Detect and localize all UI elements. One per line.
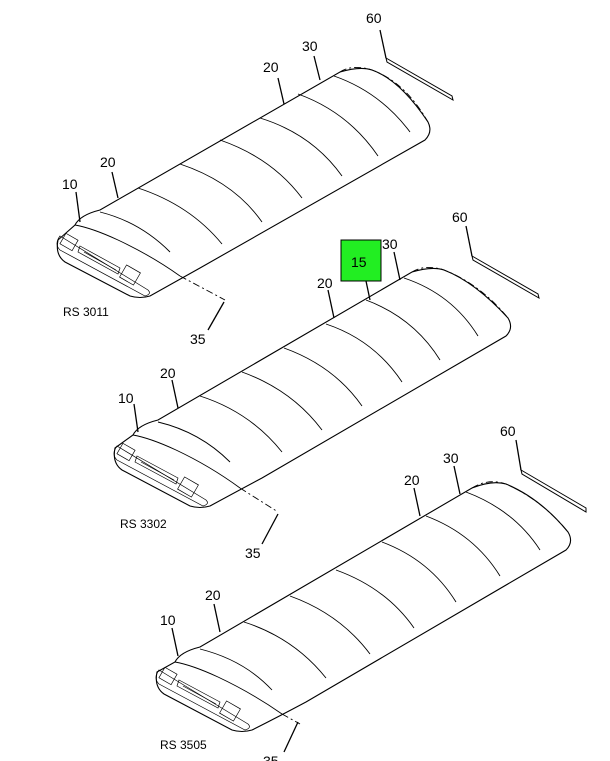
assembly-label: RS 3302 xyxy=(120,517,167,531)
end-cap xyxy=(155,666,250,731)
roll-shade-body xyxy=(113,267,512,513)
callout-20: 20 xyxy=(317,275,333,291)
roll-shade-body xyxy=(155,481,572,733)
assembly-label: RS 3011 xyxy=(63,305,109,319)
callout-60: 60 xyxy=(452,209,468,225)
callout-20: 20 xyxy=(404,472,420,488)
assembly-rs-3505: 10 20 20 30 60 35 RS 3505 xyxy=(155,423,587,761)
callout-35: 35 xyxy=(190,331,206,347)
assembly-label: RS 3505 xyxy=(160,738,207,752)
callout-20: 20 xyxy=(205,587,221,603)
callout-20: 20 xyxy=(160,365,176,381)
callout-60: 60 xyxy=(366,10,382,26)
callout-30: 30 xyxy=(302,38,318,54)
callout-35: 35 xyxy=(245,545,261,561)
callout-10: 10 xyxy=(160,612,176,628)
callout-10: 10 xyxy=(118,390,134,406)
assembly-rs-3011: 10 20 20 30 60 35 RS 3011 xyxy=(56,10,454,347)
end-cap xyxy=(56,232,150,297)
end-cap xyxy=(113,442,208,507)
callout-20: 20 xyxy=(100,154,116,170)
highlight-box[interactable] xyxy=(340,239,382,282)
callout-30: 30 xyxy=(443,450,459,466)
rod xyxy=(385,56,454,102)
callout-15[interactable]: 15 xyxy=(351,254,367,270)
callout-30: 30 xyxy=(382,236,398,252)
rod xyxy=(471,254,540,300)
callout-60: 60 xyxy=(500,423,516,439)
roll-shade-body xyxy=(56,67,431,301)
assembly-rs-3302: 15 10 20 20 30 60 35 RS 3302 xyxy=(113,209,540,561)
callout-35: 35 xyxy=(263,753,279,761)
callout-20: 20 xyxy=(263,59,279,75)
rod xyxy=(520,468,587,513)
callout-10: 10 xyxy=(62,176,78,192)
